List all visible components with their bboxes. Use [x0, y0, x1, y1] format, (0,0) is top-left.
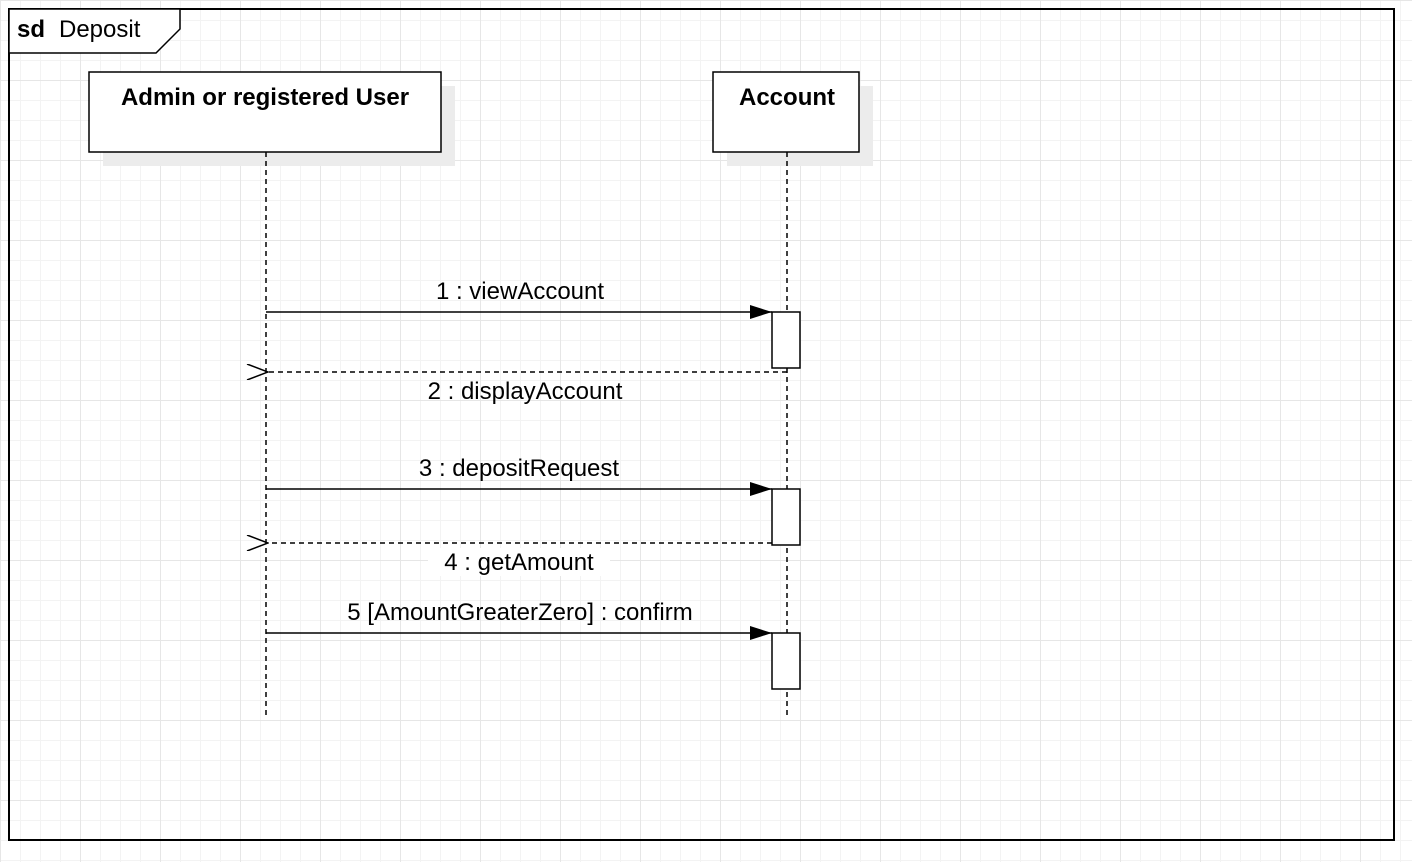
lifeline-title: Account [739, 84, 835, 111]
frame-tab [8, 8, 181, 54]
message-label: 5 [AmountGreaterZero] : confirm [347, 599, 692, 626]
message-confirm[interactable]: 5 [AmountGreaterZero] : confirm [266, 599, 772, 640]
message-label: 3 : depositRequest [419, 455, 619, 482]
message-label-bg [428, 548, 610, 576]
activation-bar[interactable] [771, 488, 801, 546]
lifeline-head[interactable] [712, 71, 860, 153]
message-label: 2 : displayAccount [428, 378, 623, 405]
activation-bar[interactable] [771, 632, 801, 690]
activation-bar[interactable] [771, 311, 801, 369]
message-display-account[interactable]: 2 : displayAccount [268, 372, 787, 405]
lifeline-admin-user[interactable]: Admin or registered User [88, 71, 455, 715]
frame-keyword: sd [17, 16, 45, 43]
frame-border [8, 8, 1395, 841]
message-label: 1 : viewAccount [436, 278, 604, 305]
message-get-amount[interactable]: 4 : getAmount [268, 543, 772, 576]
lifeline-head[interactable] [88, 71, 442, 153]
message-view-account[interactable]: 1 : viewAccount [266, 278, 772, 319]
lifeline-title: Admin or registered User [121, 84, 409, 111]
message-deposit-request[interactable]: 3 : depositRequest [266, 455, 772, 496]
frame-name: Deposit [59, 16, 141, 43]
message-label: 4 : getAmount [444, 549, 594, 576]
lifeline-account[interactable]: Account [712, 71, 873, 715]
interaction-frame: sd Deposit [8, 8, 1395, 841]
